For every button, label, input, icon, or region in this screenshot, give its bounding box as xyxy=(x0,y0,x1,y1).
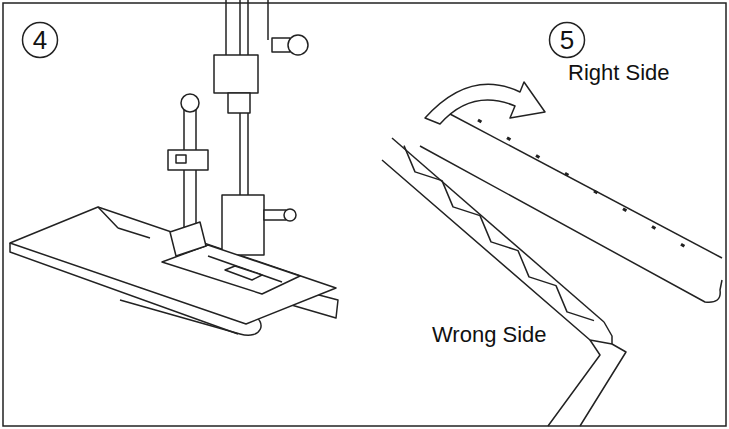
step-number: 5 xyxy=(560,27,574,53)
hem-fold-scene xyxy=(382,82,722,426)
step-number: 4 xyxy=(33,27,47,53)
side-label: Wrong Side xyxy=(430,322,549,347)
presser-foot-scene xyxy=(10,0,338,335)
step-number-circle: 4 xyxy=(21,21,59,59)
side-label: Right Side xyxy=(566,60,672,85)
frame-border xyxy=(3,3,726,426)
step-number-circle: 5 xyxy=(548,21,586,59)
